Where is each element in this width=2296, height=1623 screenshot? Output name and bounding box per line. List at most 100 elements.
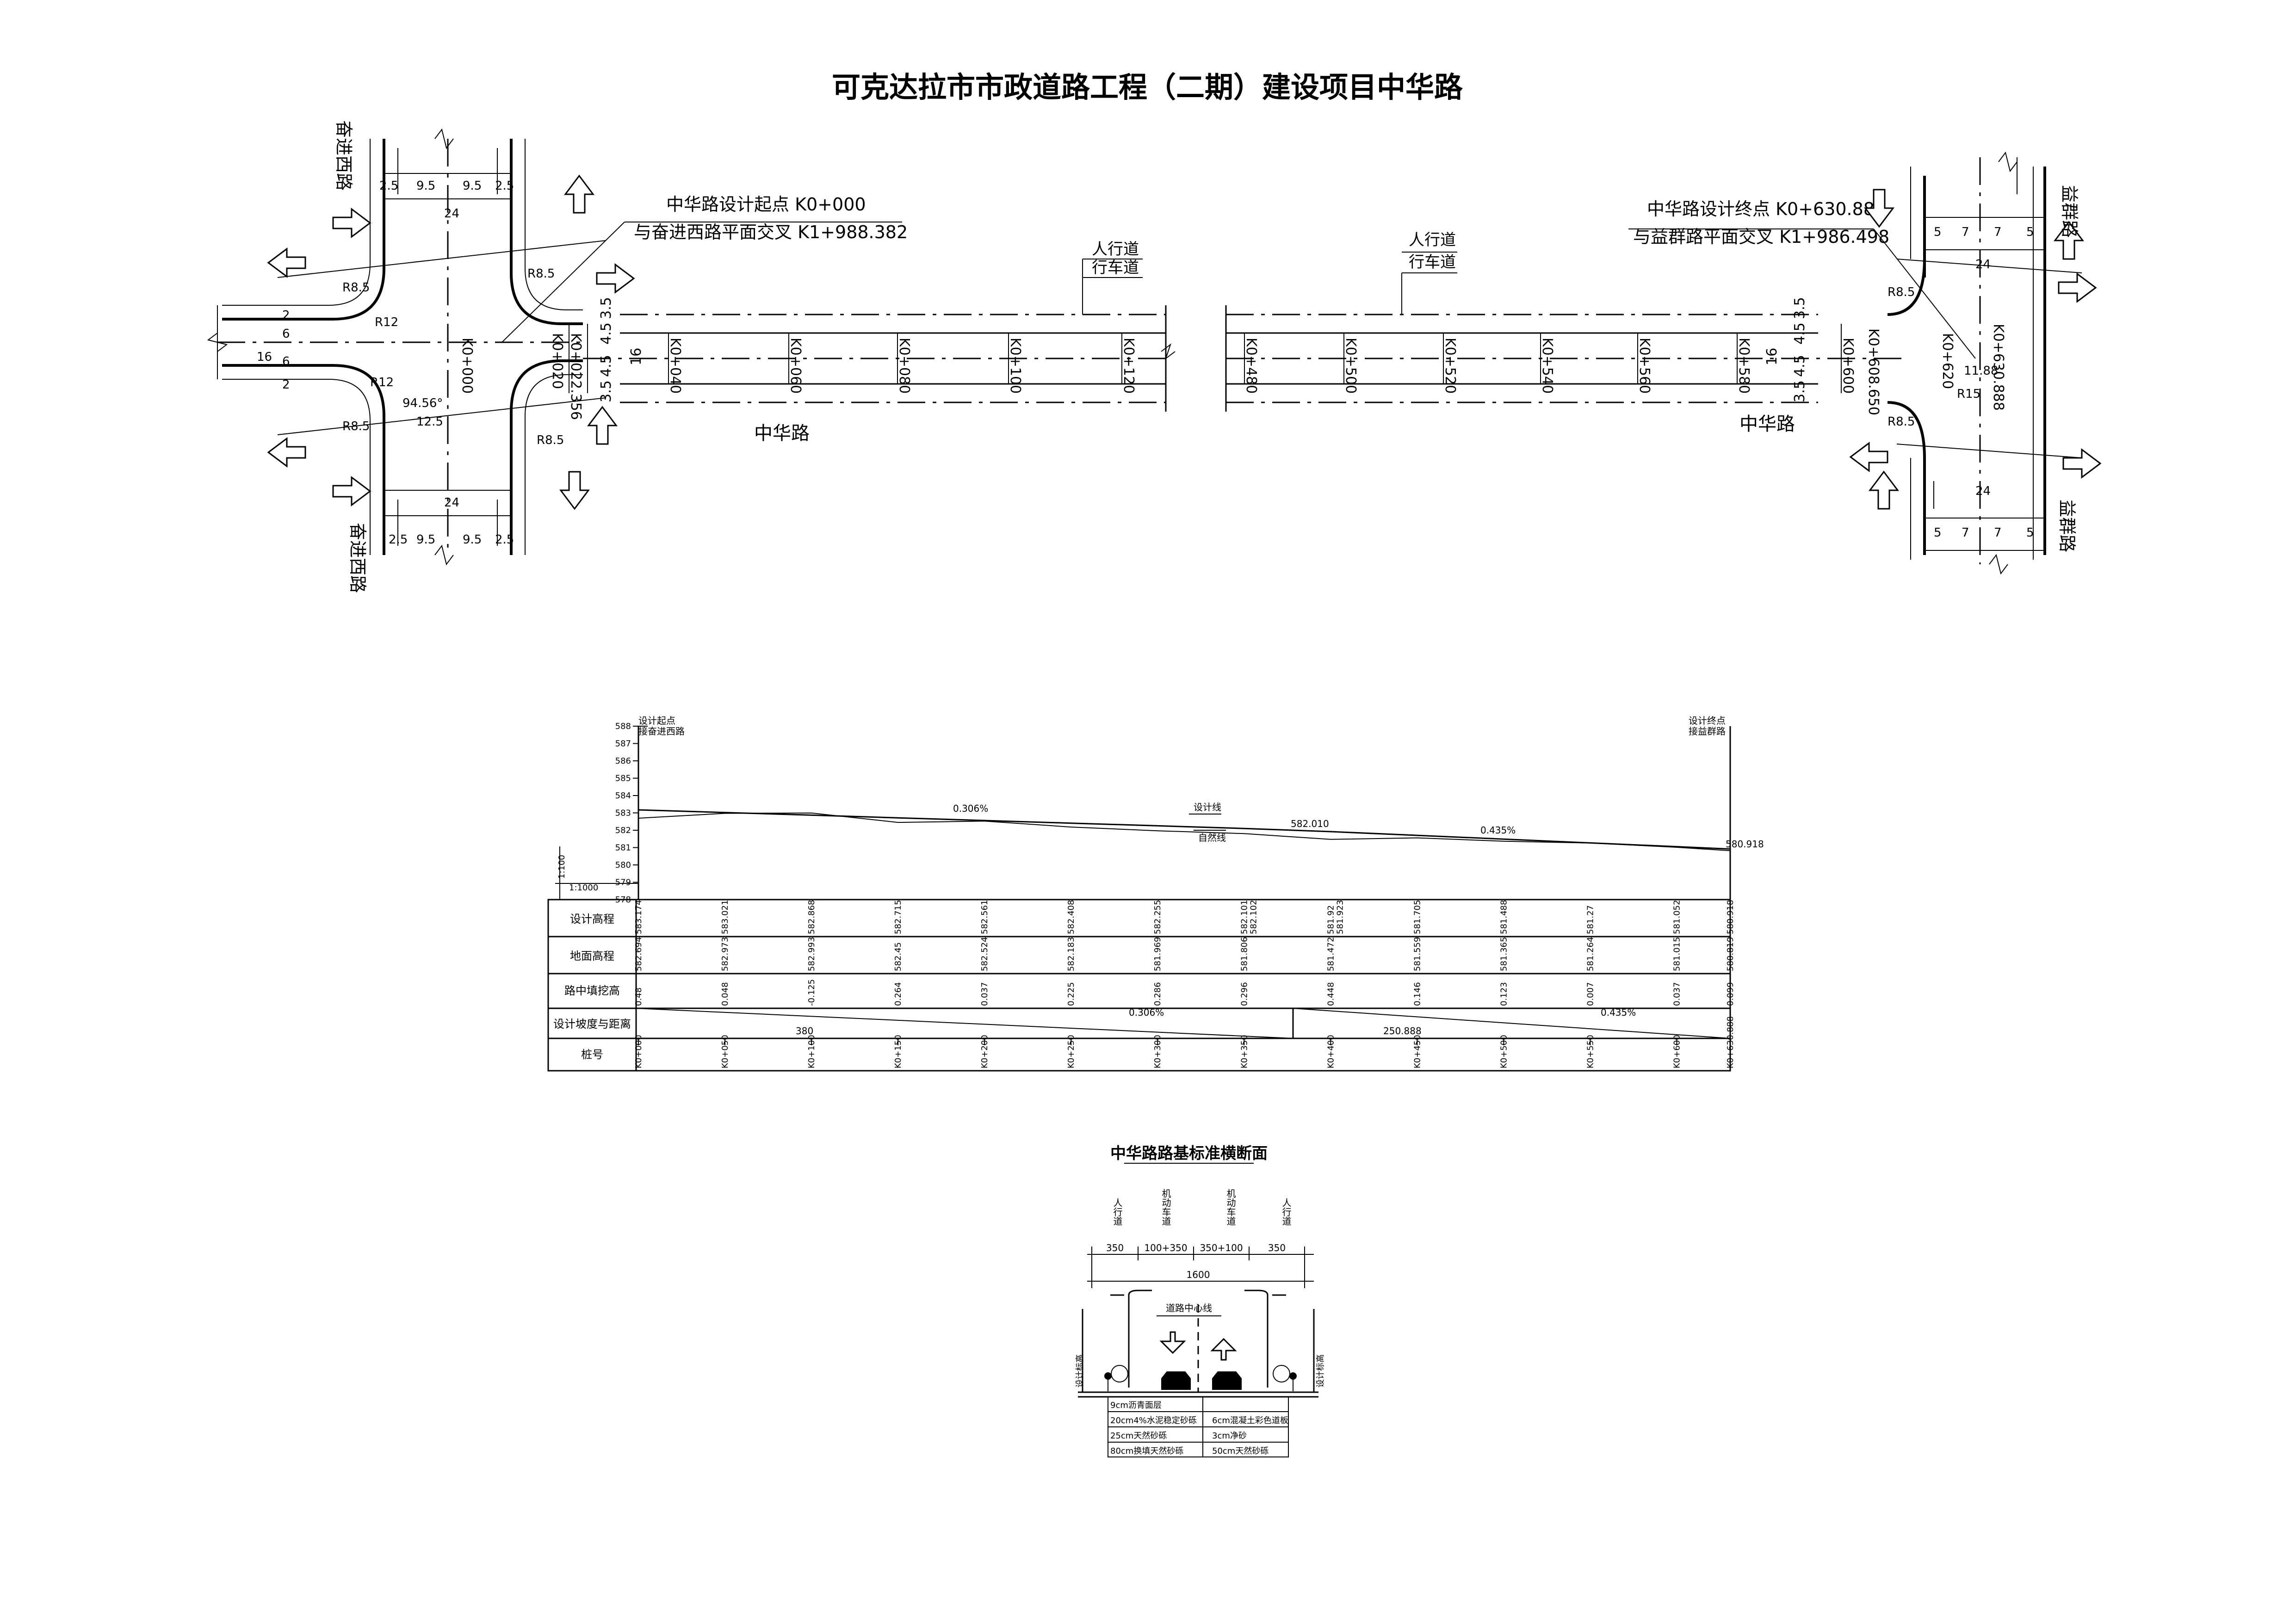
svg-text:K0+080: K0+080 (896, 338, 912, 394)
fill-cut-cell: 0.296 (1239, 982, 1249, 1006)
svg-text:K0+060: K0+060 (787, 338, 804, 394)
arrow-icon (1849, 442, 1888, 472)
svg-text:12.5: 12.5 (416, 415, 443, 429)
arrow-icon (2062, 448, 2102, 479)
svg-text:2.5: 2.5 (379, 179, 398, 193)
station-cell: K0+300 (1153, 1035, 1163, 1068)
svg-text:2: 2 (282, 309, 290, 322)
svg-text:5: 5 (1934, 225, 1942, 239)
station-cell: K0+250 (1066, 1035, 1076, 1068)
design-elev-cell: 583.174 (634, 900, 644, 934)
scale-vertical: 1:100 (557, 855, 567, 879)
fill-cut-cell: 0.037 (980, 982, 990, 1006)
east-arrows (1849, 189, 2102, 510)
fill-cut-cell: 0.48 (634, 987, 644, 1006)
svg-text:7: 7 (1962, 225, 1969, 239)
svg-text:机动车道: 机动车道 (1160, 1189, 1171, 1226)
design-elev-cell: 582.868 (807, 900, 817, 934)
svg-text:24: 24 (444, 496, 459, 510)
station-cell: K0+400 (1326, 1035, 1336, 1068)
end-intersect-label: 与益群路平面交叉 K1+986.498 (1633, 227, 1889, 247)
ground-elev-cell: 582.45 (893, 942, 903, 971)
svg-text:5: 5 (1934, 526, 1942, 540)
east-road-label-top: 益群路 (2059, 185, 2079, 238)
design-elev-cell: 582.101 (1239, 900, 1249, 934)
y-tick-label: 587 (615, 739, 631, 749)
svg-text:9.5: 9.5 (416, 179, 435, 193)
zhonghua-road-right (1225, 305, 1901, 412)
design-elev-cell: 581.052 (1672, 900, 1682, 934)
y-tick-label: 582 (615, 826, 631, 835)
arrow-icon (332, 476, 371, 506)
profile-table: 设计高程 地面高程 路中填挖高 设计坡度与距离 桩号 0.306% 380 0.… (547, 899, 1735, 1072)
arrow-icon (596, 263, 635, 294)
svg-text:3.5: 3.5 (598, 297, 614, 319)
svg-text:4.5: 4.5 (598, 322, 614, 345)
y-tick-label: 588 (615, 722, 631, 731)
station-cell: K0+100 (807, 1035, 817, 1068)
svg-text:6cm混凝土彩色道板: 6cm混凝土彩色道板 (1212, 1416, 1288, 1426)
design-elev-cell: 582.715 (893, 900, 903, 934)
svg-text:1600: 1600 (1187, 1269, 1210, 1280)
design-elev-cell: 581.488 (1499, 900, 1509, 934)
station-cell: K0+150 (893, 1035, 903, 1068)
ground-line-label: 自然线 (1198, 832, 1226, 843)
fill-cut-cell: 0.225 (1066, 982, 1076, 1006)
end-point-label: 中华路设计终点 K0+630.888 (1647, 199, 1886, 219)
design-line-label: 设计线 (1194, 802, 1221, 813)
station-cell: K0+450 (1412, 1035, 1422, 1068)
ground-elev-cell: 581.806 (1239, 937, 1249, 971)
svg-text:K0+040: K0+040 (667, 338, 683, 394)
start-intersect-label: 与奋进西路平面交叉 K1+988.382 (634, 222, 908, 242)
svg-text:3.5: 3.5 (1792, 297, 1808, 319)
left-stations: K0+000 K0+020 K0+022.356 K0+040 K0+060 K… (459, 297, 1137, 420)
plan-view: 奋进西路 奋进西路 9.5 9.5 2.5 2.5 24 9.5 9.5 2.5… (207, 120, 2102, 593)
ground-elev-cell: 582.973 (720, 937, 730, 971)
svg-text:人行道: 人行道 (1112, 1198, 1123, 1226)
ground-elev-cell: 581.015 (1672, 937, 1682, 971)
svg-text:3.5: 3.5 (1792, 380, 1808, 402)
profile-end-2: 接益群路 (1689, 726, 1726, 737)
ground-elev-cell: 580.819 (1726, 937, 1735, 971)
svg-text:24: 24 (1975, 258, 1991, 272)
ground-elev-cell: 581.559 (1412, 937, 1422, 971)
profile-start-1: 设计起点 (638, 715, 675, 726)
zhonghua-road-left (583, 305, 1176, 412)
tree-icon (1273, 1365, 1290, 1382)
svg-text:K0+020: K0+020 (549, 333, 565, 389)
svg-text:0.306%: 0.306% (1129, 1007, 1164, 1018)
ground-elev-cell: 582.993 (807, 937, 817, 971)
centerline-label: 道路中心线 (1166, 1302, 1212, 1314)
svg-text:K0+600: K0+600 (1840, 338, 1856, 394)
svg-text:11.88: 11.88 (1964, 364, 1998, 378)
y-tick-label: 586 (615, 756, 631, 766)
svg-text:K0+560: K0+560 (1636, 338, 1652, 394)
car-icon (1161, 1371, 1191, 1390)
svg-text:机动车道: 机动车道 (1225, 1189, 1236, 1226)
elev-mid-label: 582.010 (1291, 818, 1329, 829)
svg-text:K0+630.888: K0+630.888 (1990, 324, 2006, 411)
svg-text:9.5: 9.5 (463, 533, 482, 547)
svg-text:5: 5 (2026, 225, 2034, 239)
fill-cut-cell: 0.286 (1153, 982, 1163, 1006)
down-arrow-icon (1159, 1331, 1186, 1354)
svg-text:6: 6 (282, 355, 290, 369)
svg-text:50cm天然砂砾: 50cm天然砂砾 (1212, 1446, 1269, 1456)
fill-cut-cell: 0.448 (1326, 982, 1336, 1006)
west-dims: 9.5 9.5 2.5 2.5 24 9.5 9.5 2.5 2.5 24 R8… (257, 179, 564, 547)
ground-elev-cell: 582.524 (980, 937, 990, 971)
svg-text:K0+620: K0+620 (1939, 333, 1956, 389)
ground-elev-cell: 581.264 (1585, 937, 1595, 971)
svg-text:K0+520: K0+520 (1442, 338, 1458, 394)
svg-text:4.5: 4.5 (1792, 322, 1808, 345)
pedestrian-icon (1104, 1372, 1112, 1380)
svg-text:16: 16 (1764, 348, 1780, 365)
sidewalk-label-right: 人行道 (1409, 231, 1456, 249)
svg-text:2: 2 (282, 378, 290, 392)
svg-text:R8.5: R8.5 (1888, 285, 1915, 299)
arrow-icon (2058, 272, 2097, 303)
svg-text:94.56°: 94.56° (402, 396, 443, 410)
carriageway-label-left: 行车道 (1092, 259, 1139, 277)
arrow-icon (267, 437, 306, 468)
